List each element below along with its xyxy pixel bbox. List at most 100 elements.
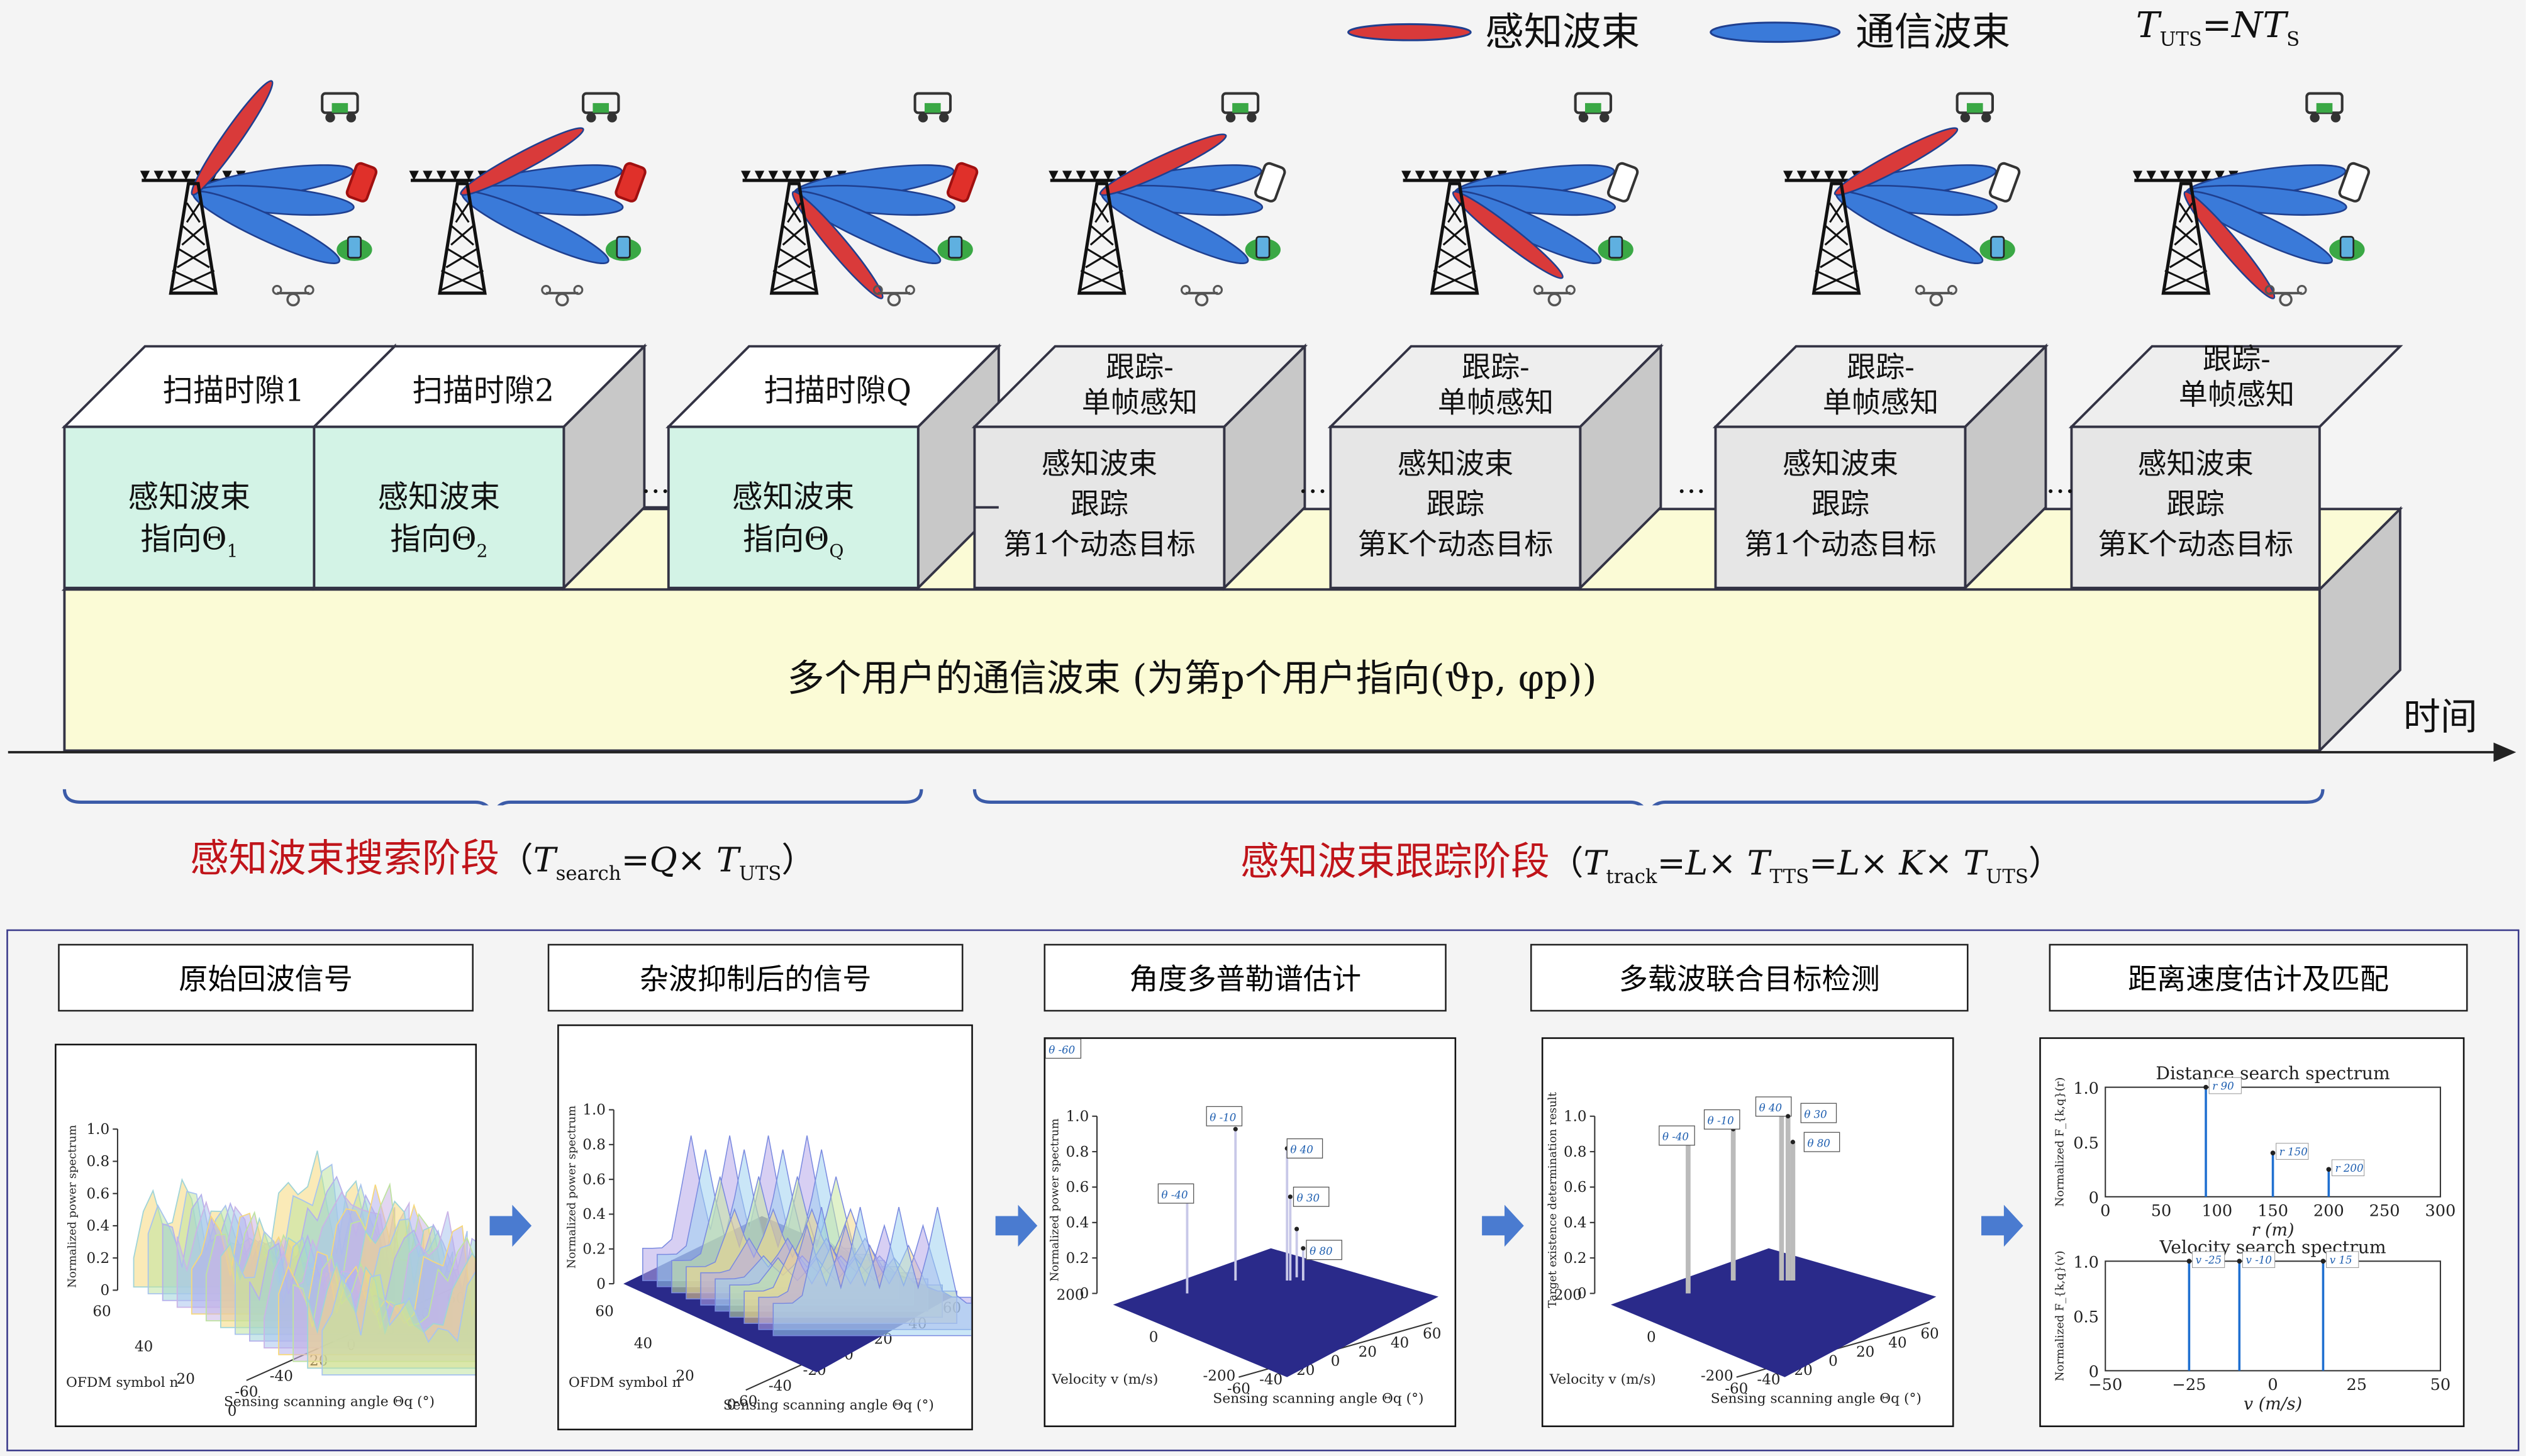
vehicle-wheel [918, 113, 928, 123]
x-tick-label: −25 [2172, 1375, 2206, 1394]
tower-icon [169, 182, 218, 295]
time-label: 时间 [2403, 697, 2478, 740]
timeline [8, 343, 2517, 806]
tower-brace [1089, 225, 1114, 246]
slot-2-top-label: 扫描时隙2 [412, 374, 555, 409]
tower-brace [2169, 247, 2203, 269]
z-axis-label: Normalized power spectrum [565, 1106, 578, 1269]
vehicle-seat [1232, 103, 1249, 113]
vehicle-wheel [1600, 113, 1610, 123]
x-tick-label: 200 [2313, 1202, 2344, 1221]
z-tick-label: 0.2 [87, 1250, 110, 1267]
vehicle-seat [2316, 103, 2333, 113]
sensing-beam [791, 191, 884, 299]
z-axis-label: Normalized power spectrum [1049, 1118, 1062, 1281]
drone-rotor [272, 285, 282, 295]
vehicle-seat [331, 103, 348, 113]
y-tick-label: 20 [676, 1368, 694, 1384]
track-4-front [2070, 425, 2321, 589]
t-uts-formula: TUTS=NTS [2135, 6, 2300, 51]
legend-sensing-label: 感知波束 [1485, 9, 1640, 55]
tower-brace [772, 269, 816, 291]
peak-label-box [1703, 1109, 1740, 1130]
peak-label: θ 30 [1297, 1192, 1320, 1204]
slot-1-top-label: 扫描时隙1 [162, 374, 305, 409]
peak-label: θ -40 [1662, 1131, 1689, 1143]
tower-brace [1085, 247, 1119, 269]
sensing-beam-swatch [1347, 23, 1472, 42]
user-device [347, 236, 362, 259]
tower-brace [1815, 269, 1858, 291]
base-station-5 [1401, 92, 1639, 307]
z-tick-label: 0.8 [582, 1137, 606, 1153]
antenna-element [809, 170, 820, 181]
vehicle-wheel [586, 113, 596, 123]
drone-rotor [1947, 285, 1957, 295]
comm-beam-swatch [1710, 21, 1841, 43]
peak-marker [2186, 1259, 2192, 1264]
vehicle-wheel [1225, 113, 1236, 123]
peak-marker [2237, 1259, 2242, 1264]
z-tick-label: 0 [1080, 1286, 1089, 1302]
x-tick-label: -40 [769, 1378, 792, 1394]
z-tick-label: 0.8 [1564, 1144, 1587, 1160]
peak-label-box [2326, 1251, 2359, 1269]
user-device [1990, 236, 2005, 259]
peak-marker [1301, 1246, 1306, 1251]
y-axis-label: OFDM symbol n [66, 1375, 179, 1391]
x-tick-label: 300 [2425, 1202, 2456, 1221]
x-axis-label: Sensing scanning angle Θq (°) [723, 1398, 934, 1413]
tower-brace [2174, 225, 2198, 246]
phone-icon [345, 162, 378, 203]
vehicle-wheel [1578, 113, 1589, 123]
step-4-title: 多载波联合目标检测 [1530, 943, 1969, 1012]
vehicle-wheel [939, 113, 949, 123]
peak-label-box [1286, 1138, 1323, 1159]
antenna-element [409, 170, 419, 181]
z-tick-label: 0 [100, 1282, 109, 1299]
tower-row [140, 80, 2370, 307]
drone-rotor [1566, 285, 1576, 295]
vehicle-seat [1585, 103, 1601, 113]
phone-icon [1606, 162, 1639, 203]
slot-1-front [63, 425, 316, 589]
antenna-element [1483, 170, 1494, 181]
z-tick-label: 0.6 [87, 1186, 110, 1202]
z-tick-label: 0.4 [582, 1206, 606, 1223]
x-tick-label: -40 [270, 1369, 293, 1385]
peak-label-box [1293, 1186, 1330, 1207]
antenna-element [796, 170, 806, 181]
track-2-top-label: 跟踪-单帧感知 [1437, 351, 1554, 421]
base-bar-front [63, 588, 2321, 752]
x-tick-label: -40 [1757, 1372, 1780, 1388]
antenna-element [1824, 170, 1834, 181]
drone-rotor [1533, 285, 1544, 295]
antenna-element [1415, 170, 1425, 181]
peak-label-box [1800, 1103, 1837, 1123]
peak-label-box [1803, 1131, 1840, 1152]
antenna-element [437, 170, 447, 181]
antenna-element [1456, 170, 1466, 181]
drone-rotor [2296, 285, 2307, 295]
base-bar-label: 多个用户的通信波束 (为第p个用户指向(ϑp, φp)) [787, 659, 1597, 701]
antenna-element [140, 170, 150, 181]
x-tick-label: 100 [2201, 1202, 2232, 1221]
x-tick-label: 50 [2430, 1375, 2451, 1394]
tower-brace [1433, 269, 1476, 291]
ellipsis-4: … [2045, 467, 2075, 501]
spike-surface: θ -40θ -10θ 40θ 30θ 80 [1611, 1096, 1937, 1377]
y-tick-label: 1.0 [2073, 1079, 2099, 1098]
drone-rotor [541, 285, 552, 295]
antenna-element [153, 170, 164, 181]
y-tick-label: 60 [92, 1303, 111, 1320]
y-tick-label: 40 [135, 1339, 153, 1355]
vehicle-seat [593, 103, 609, 113]
antenna-element [1469, 170, 1480, 181]
peak-label: θ -10 [1708, 1115, 1734, 1127]
z-tick-label: 1.0 [87, 1121, 110, 1138]
arrow-right-icon [995, 1204, 1038, 1247]
z-tick-label: 0 [596, 1276, 606, 1292]
y-axis-label: Normalized F_{k,q}(r) [2054, 1077, 2067, 1207]
